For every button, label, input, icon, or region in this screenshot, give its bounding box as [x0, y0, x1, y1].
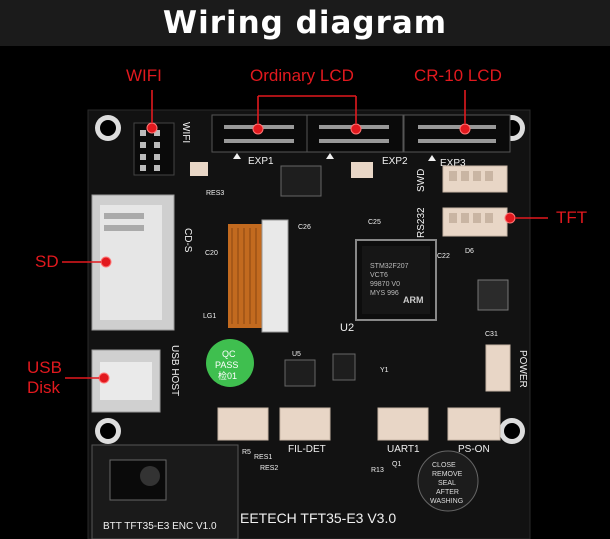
qc-line2: PASS: [215, 360, 238, 370]
ic-crystal: [351, 162, 373, 178]
power-connector: POWER: [485, 344, 528, 392]
q1-silk: Q1: [392, 461, 401, 468]
buzzer-line5: WASHING: [430, 498, 463, 505]
sd-card-slot: CD-S: [91, 194, 193, 331]
mcu-chip: STM32F207 VCT6 99870 V0 MYS 996 ARM U2: [340, 239, 437, 334]
bottom-right-silk: EETECH TFT35-E3 V3.0: [240, 510, 396, 526]
callout-lines: [62, 90, 548, 379]
buzzer-line4: AFTER: [436, 489, 459, 496]
callout-sd: SD: [35, 252, 59, 271]
mcu-line4: MYS 996: [370, 290, 399, 297]
c31-silk: C31: [485, 331, 498, 338]
cds-silk: CD-S: [182, 228, 193, 253]
buzzer: CLOSE REMOVE SEAL AFTER WASHING: [417, 450, 479, 512]
callout-usb-line1: USB: [27, 358, 62, 377]
callout-usb-line2: Disk: [27, 378, 61, 397]
flex-cable: [228, 219, 289, 333]
mcu-line1: STM32F207: [370, 263, 409, 270]
encoder-module: [91, 444, 239, 539]
qc-line3: 检01: [218, 370, 237, 381]
usb-port: USB HOST: [91, 345, 180, 413]
u5-silk: U5: [292, 351, 301, 358]
c25-silk: C25: [368, 219, 381, 226]
voltage-regulator: [477, 279, 509, 311]
buzzer-line3: SEAL: [438, 480, 456, 487]
mcu-line2: VCT6: [370, 272, 388, 279]
ic-small: [280, 165, 322, 197]
rs232-silk: RS232: [416, 207, 427, 238]
lg1-silk: LG1: [203, 313, 216, 320]
u2-silk: U2: [340, 322, 354, 334]
d6-silk: D6: [465, 248, 474, 255]
fil-det-silk: FIL-DET: [288, 444, 326, 455]
uart1-silk: UART1: [387, 444, 420, 455]
header-bar: Wiring diagram: [0, 0, 610, 46]
c20-silk: C20: [205, 250, 218, 257]
res3-silk: RES3: [206, 190, 224, 197]
qc-line1: QC: [222, 349, 236, 359]
buzzer-line2: REMOVE: [432, 471, 463, 478]
bottom-left-silk: BTT TFT35-E3 ENC V1.0: [103, 521, 217, 532]
arm-logo: ARM: [403, 295, 424, 305]
callout-ordinary-lcd: Ordinary LCD: [250, 66, 354, 85]
r5-silk: R5: [242, 449, 251, 456]
mcu-line3: 99870 V0: [370, 281, 400, 288]
res2-silk: RES2: [260, 465, 278, 472]
usb-host-silk: USB HOST: [169, 345, 180, 396]
c26-silk: C26: [298, 224, 311, 231]
page-title: Wiring diagram: [162, 5, 448, 41]
swd-silk: SWD: [416, 169, 427, 192]
wifi-silk: WIFI: [180, 122, 191, 143]
right-jst-connectors: SWD RS232: [416, 165, 508, 238]
marker-dots: [98, 122, 516, 384]
ic-small-2: [332, 353, 356, 381]
qc-sticker: QC PASS 检01: [206, 339, 254, 387]
bottom-jst-connectors: [217, 407, 501, 441]
callout-tft: TFT: [556, 208, 588, 227]
buzzer-line1: CLOSE: [432, 462, 456, 469]
exp3-silk: EXP3: [440, 158, 466, 169]
r13-silk: R13: [371, 467, 384, 474]
ps-on-silk: PS-ON: [458, 444, 490, 455]
ic-u5: [284, 359, 316, 387]
y1-silk: Y1: [380, 367, 389, 374]
exp2-silk: EXP2: [382, 156, 408, 167]
res1-silk: RES1: [254, 454, 272, 461]
ic-pad: [190, 162, 208, 176]
c22-silk: C22: [437, 253, 450, 260]
callout-wifi: WIFI: [126, 66, 162, 85]
exp1-silk: EXP1: [248, 156, 274, 167]
power-silk: POWER: [517, 350, 528, 388]
callout-cr10-lcd: CR-10 LCD: [414, 66, 502, 85]
